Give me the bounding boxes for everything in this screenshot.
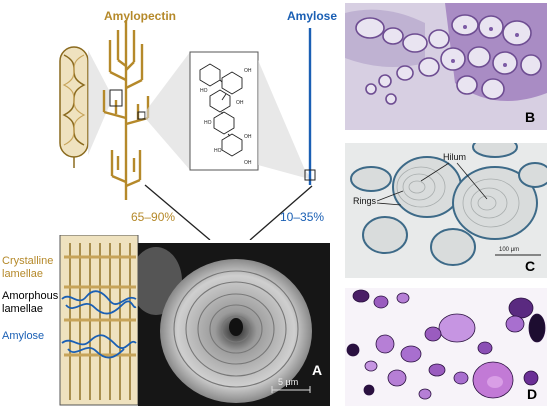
panel-b-letter: B — [525, 109, 536, 125]
svg-text:HO: HO — [214, 148, 222, 154]
amylose-side-label: Amylose — [2, 330, 45, 342]
highlight-box-left — [109, 89, 123, 107]
panel-c-micrograph: Hilum Rings 100 μm C — [345, 143, 547, 278]
arrow-right — [249, 185, 313, 240]
panel-a-scale-label: 5 μm — [278, 377, 299, 387]
starch-structure-schematic: OH HO OH HO OH HO OH — [59, 20, 316, 240]
hilum-label: Hilum — [443, 152, 467, 162]
svg-text:HO: HO — [204, 120, 212, 126]
arrow-left — [144, 184, 211, 240]
panel-b-micrograph: B — [345, 3, 547, 130]
panel-d-letter: D — [527, 386, 538, 402]
zoom-wedge-left — [88, 50, 110, 155]
glucose-chain-icon: OH HO OH HO OH HO OH — [189, 51, 259, 171]
amylose-title: Amylose — [287, 9, 338, 23]
amorphous-lamellae-label: Amorphous lamellae — [2, 290, 59, 315]
svg-text:OH: OH — [244, 160, 252, 166]
zoom-wedge-amylose — [258, 60, 313, 180]
lamellae-diagram — [59, 235, 139, 406]
panel-d-micrograph: D — [345, 288, 547, 406]
svg-text:OH: OH — [244, 68, 252, 74]
amylose-coil-icon — [61, 290, 137, 359]
panel-c-scale-label: 100 μm — [499, 247, 520, 253]
panel-c-letter: C — [525, 258, 536, 274]
rings-label: Rings — [353, 196, 377, 206]
helix-cylinder-icon — [59, 46, 89, 168]
highlight-box-amylose — [304, 169, 316, 181]
amylopectin-title: Amylopectin — [104, 9, 177, 23]
svg-text:OH: OH — [236, 100, 244, 106]
panel-a-sem-image: 5 μm A — [138, 243, 330, 406]
amylopectin-percent: 65–90% — [131, 210, 176, 224]
zoom-wedge-right — [145, 52, 190, 170]
amylopectin-branch-icon — [102, 20, 150, 200]
amylose-percent: 10–35% — [280, 210, 325, 224]
panel-a-letter: A — [312, 362, 323, 378]
svg-text:OH: OH — [244, 134, 252, 140]
crystalline-lamellae-label: Crystalline lamellae — [2, 255, 54, 280]
svg-text:HO: HO — [200, 88, 208, 94]
